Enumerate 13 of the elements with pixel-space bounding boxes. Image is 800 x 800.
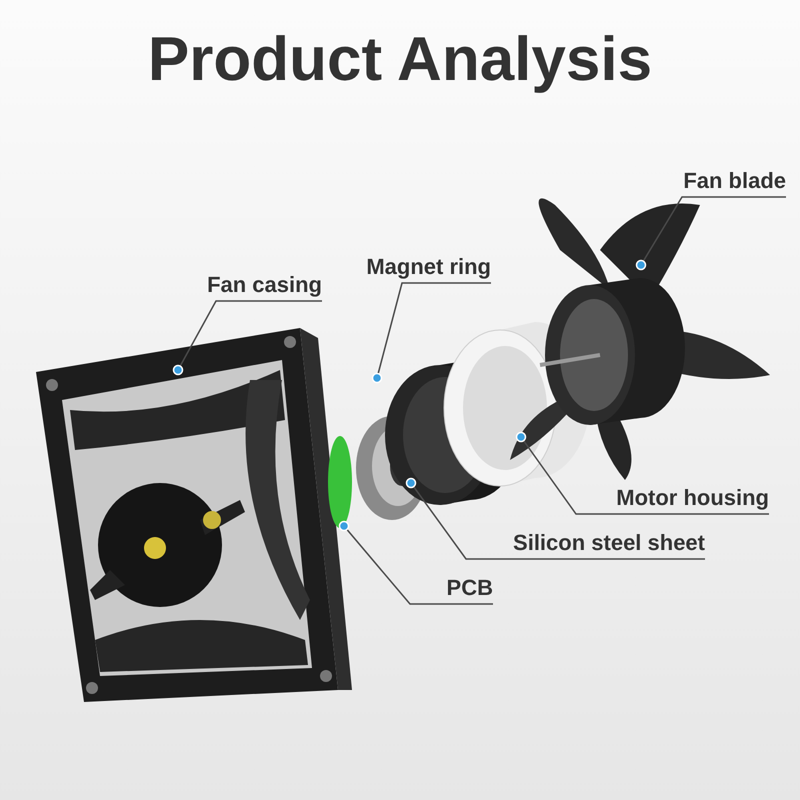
part-label: Fan blade xyxy=(683,167,786,195)
part-label: Magnet ring xyxy=(366,253,491,281)
leader-line xyxy=(516,432,769,515)
part-label: Motor housing xyxy=(616,484,769,512)
leader-line xyxy=(406,478,705,560)
part-label: Silicon steel sheet xyxy=(513,529,705,557)
leader-line xyxy=(636,196,786,270)
title: Product Analysis xyxy=(146,24,654,96)
leader-line xyxy=(172,300,322,376)
part-label: PCB xyxy=(446,574,493,602)
part-label: Fan casing xyxy=(207,271,322,299)
leader-line xyxy=(372,282,491,384)
leader-line xyxy=(338,520,493,605)
